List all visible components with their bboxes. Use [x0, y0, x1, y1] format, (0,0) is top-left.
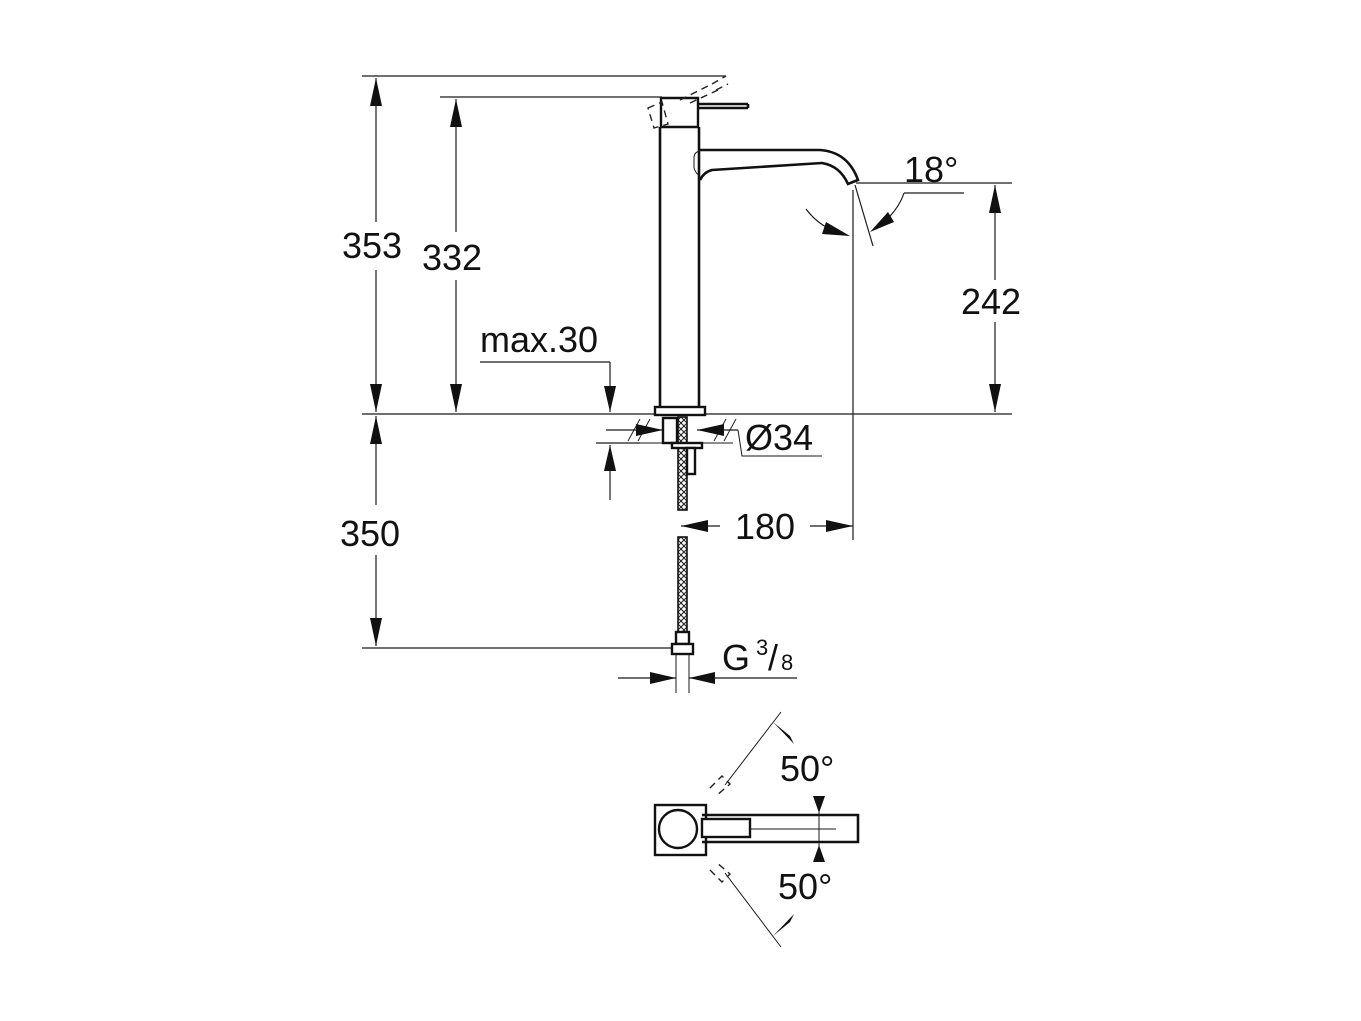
side-elevation: 353 332 242 350 max.30: [340, 75, 1021, 693]
arrow-right-icon: [636, 424, 663, 436]
supply-hose-upper: [677, 416, 688, 511]
arrow-right-icon: [826, 520, 853, 532]
arrow-icon: [822, 222, 850, 236]
label-thread-denominator: 8: [781, 650, 793, 675]
arrow-left-icon: [697, 424, 724, 436]
dimension-353: 353: [342, 78, 402, 412]
under-deck-assembly: [661, 416, 704, 693]
dimension-max-30: max.30: [480, 319, 640, 500]
dimension-180: 180: [681, 190, 854, 547]
arrow-up-icon: [370, 416, 382, 444]
arrow-down-icon: [370, 384, 382, 412]
arrow-up-icon: [604, 445, 616, 471]
dimension-diameter-34: Ø34: [606, 417, 822, 458]
swivel-line-bottom: [724, 872, 782, 948]
plan-lever: [700, 817, 752, 839]
dimension-350: 350: [340, 416, 400, 646]
supply-hose-lower: [677, 536, 688, 636]
arrow-down-icon: [813, 796, 825, 813]
arrow-down-icon: [604, 386, 616, 412]
arrow-up-icon: [450, 99, 462, 127]
arrow-left-icon: [681, 520, 708, 532]
arrow-right-icon: [650, 672, 676, 684]
arrow-down-icon: [450, 384, 462, 412]
hose-nut: [670, 642, 695, 656]
label-350: 350: [340, 513, 400, 554]
arrow-up-icon: [813, 845, 825, 862]
arrow-down-icon: [370, 618, 382, 646]
arrow-down-icon: [989, 384, 1001, 412]
label-242: 242: [961, 281, 1021, 322]
swivel-line-top: [724, 711, 782, 786]
arrow-up-icon: [989, 185, 1001, 213]
arrow-left-icon: [689, 672, 715, 684]
label-swivel-top: 50°: [780, 748, 834, 789]
dimension-332: 332: [422, 99, 482, 412]
spout: [698, 148, 860, 186]
plan-view: 50° 50°: [653, 711, 860, 948]
label-180: 180: [735, 506, 795, 547]
label-angle-18: 18°: [904, 149, 958, 190]
plan-column: [657, 808, 699, 850]
label-max-30: max.30: [480, 319, 598, 360]
plan-spout: [702, 813, 860, 844]
label-353: 353: [342, 225, 402, 266]
lever-housing: [659, 96, 700, 129]
label-thread-numerator: 3: [756, 635, 768, 660]
label-332: 332: [422, 237, 482, 278]
faucet-body: [647, 75, 860, 417]
dimension-242: 242: [961, 185, 1021, 412]
label-swivel-bottom: 50°: [778, 866, 832, 907]
label-thread-prefix: G: [722, 637, 750, 678]
dimension-angle-18: 18°: [805, 149, 964, 247]
arrow-icon: [773, 722, 794, 744]
label-diameter-34: Ø34: [745, 417, 813, 458]
label-thread-slash: /: [768, 637, 778, 678]
arrow-up-icon: [370, 78, 382, 106]
arrow-icon: [773, 914, 794, 936]
arrow-icon: [870, 212, 894, 232]
dimension-thread-g38: G 3 / 8: [618, 635, 797, 684]
